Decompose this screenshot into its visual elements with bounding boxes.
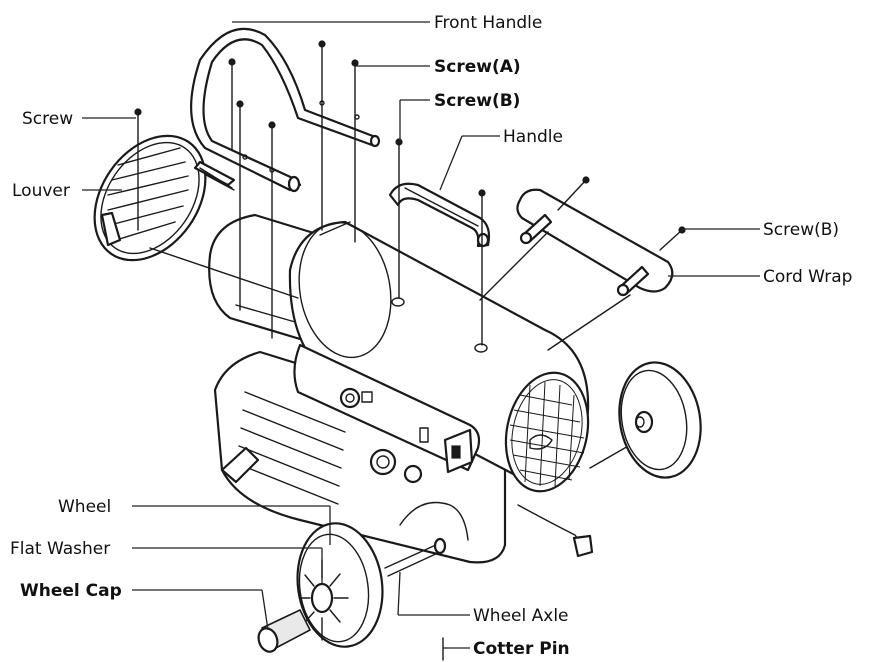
label-louver: Louver	[12, 181, 70, 201]
label-flat-washer: Flat Washer	[10, 539, 110, 559]
label-wheel-axle: Wheel Axle	[473, 606, 569, 626]
wheel-axle-part	[384, 537, 447, 577]
front-handle	[190, 27, 381, 193]
label-cotter-pin: Cotter Pin	[473, 639, 570, 659]
left-wheel	[296, 522, 384, 648]
carry-handle	[388, 182, 491, 248]
label-wheel-cap: Wheel Cap	[20, 581, 122, 601]
wheel-cap-part	[257, 609, 311, 653]
label-handle: Handle	[503, 127, 563, 147]
cord-wrap	[516, 188, 674, 297]
heater-body	[208, 213, 594, 564]
label-front-handle: Front Handle	[434, 13, 542, 33]
label-screw-b-right: Screw(B)	[763, 220, 839, 240]
screws	[134, 40, 686, 346]
label-screw: Screw	[22, 109, 73, 129]
leader-lines	[82, 21, 760, 649]
label-screw-b-top: Screw(B)	[434, 91, 520, 111]
label-cord-wrap: Cord Wrap	[763, 267, 852, 287]
assembly-guide-lines	[149, 167, 631, 469]
part-labels: Front Handle Screw(A) Screw(B) Handle Sc…	[10, 13, 852, 659]
label-wheel: Wheel	[58, 497, 111, 517]
right-wheel	[618, 361, 702, 479]
grille-mesh	[509, 381, 585, 487]
label-screw-a: Screw(A)	[434, 57, 521, 77]
